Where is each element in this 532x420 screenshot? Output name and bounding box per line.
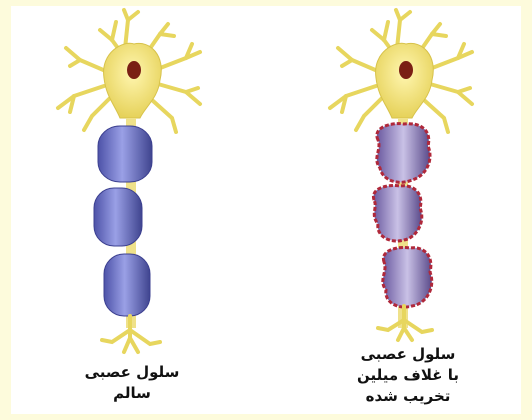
- caption-line: سالم: [82, 383, 182, 404]
- damaged-myelin-segment: [383, 248, 432, 308]
- damaged-myelin-segment: [373, 186, 421, 242]
- damaged-myelin-segment: [377, 124, 430, 183]
- cell-body: [376, 43, 434, 118]
- damaged-neuron-caption: سلول عصبی با غلاف میلین تخریب شده: [338, 344, 478, 407]
- axon-terminals: [378, 306, 432, 340]
- caption-line: با غلاف میلین: [338, 365, 478, 386]
- nucleus: [399, 61, 413, 79]
- caption-line: تخریب شده: [338, 386, 478, 407]
- healthy-neuron-caption: سلول عصبی سالم: [82, 362, 182, 404]
- caption-line: سلول عصبی: [82, 362, 182, 383]
- caption-line: سلول عصبی: [338, 344, 478, 365]
